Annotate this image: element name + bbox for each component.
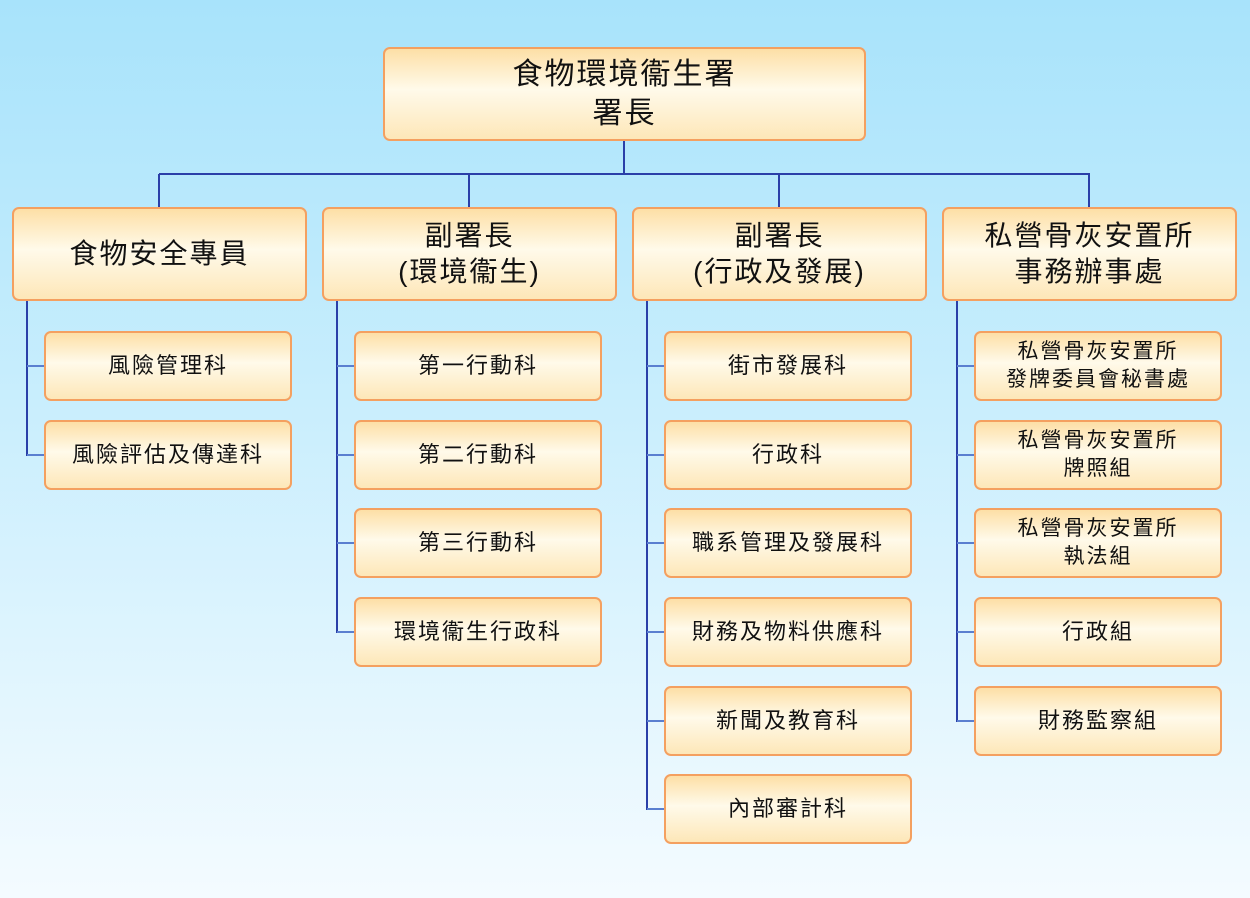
branch-connector xyxy=(337,365,355,367)
section-box: 第三行動科 xyxy=(354,508,602,578)
division-branch-line xyxy=(646,301,648,810)
section-box-label: 私營骨灰安置所 執法組 xyxy=(1017,516,1179,568)
branch-connector xyxy=(647,808,665,810)
division-drop-line xyxy=(158,174,160,207)
branch-connector xyxy=(957,631,975,633)
section-box-label: 第二行動科 xyxy=(417,441,538,467)
section-box: 內部審計科 xyxy=(664,774,912,844)
division-branch-line xyxy=(336,301,338,633)
branch-connector xyxy=(27,454,45,456)
section-box-label: 財務及物料供應科 xyxy=(691,618,884,644)
branch-connector xyxy=(647,542,665,544)
section-box: 財務監察組 xyxy=(974,686,1222,756)
branch-connector xyxy=(957,720,975,722)
division-drop-line xyxy=(778,174,780,207)
division-drop-line xyxy=(468,174,470,207)
division-box: 副署長 (環境衞生) xyxy=(322,207,617,301)
connector-horizontal xyxy=(159,173,1090,175)
section-box-label: 私營骨灰安置所 發牌委員會秘書處 xyxy=(1006,339,1190,391)
branch-connector xyxy=(647,720,665,722)
section-box: 私營骨灰安置所 牌照組 xyxy=(974,420,1222,490)
section-box-label: 環境衞生行政科 xyxy=(393,618,562,644)
branch-connector xyxy=(647,365,665,367)
section-box: 風險管理科 xyxy=(44,331,292,401)
branch-connector xyxy=(337,542,355,544)
director-title: 食物環境衞生署 署長 xyxy=(512,58,737,130)
division-box: 食物安全專員 xyxy=(12,207,307,301)
section-box-label: 街市發展科 xyxy=(727,352,848,378)
section-box: 第一行動科 xyxy=(354,331,602,401)
section-box-label: 內部審計科 xyxy=(727,795,848,821)
section-box: 新聞及教育科 xyxy=(664,686,912,756)
connector-top-vertical xyxy=(623,141,625,175)
branch-connector xyxy=(957,365,975,367)
section-box-label: 風險管理科 xyxy=(107,352,228,378)
section-box: 行政科 xyxy=(664,420,912,490)
branch-connector xyxy=(957,542,975,544)
division-box-label: 副署長 (環境衞生) xyxy=(398,219,541,287)
division-branch-line xyxy=(956,301,958,722)
director-box: 食物環境衞生署 署長 xyxy=(383,47,866,141)
branch-connector xyxy=(647,631,665,633)
division-box: 私營骨灰安置所 事務辦事處 xyxy=(942,207,1237,301)
section-box: 財務及物料供應科 xyxy=(664,597,912,667)
section-box: 風險評估及傳達科 xyxy=(44,420,292,490)
division-box-label: 食物安全專員 xyxy=(69,237,250,269)
section-box-label: 行政組 xyxy=(1061,618,1134,644)
section-box: 行政組 xyxy=(974,597,1222,667)
section-box: 街市發展科 xyxy=(664,331,912,401)
branch-connector xyxy=(337,631,355,633)
division-box: 副署長 (行政及發展) xyxy=(632,207,927,301)
section-box-label: 私營骨灰安置所 牌照組 xyxy=(1017,428,1179,480)
section-box-label: 職系管理及發展科 xyxy=(691,529,884,555)
division-branch-line xyxy=(26,301,28,456)
division-drop-line xyxy=(1088,174,1090,207)
section-box-label: 行政科 xyxy=(751,441,824,467)
branch-connector xyxy=(337,454,355,456)
section-box: 第二行動科 xyxy=(354,420,602,490)
section-box: 職系管理及發展科 xyxy=(664,508,912,578)
section-box-label: 第一行動科 xyxy=(417,352,538,378)
section-box: 私營骨灰安置所 發牌委員會秘書處 xyxy=(974,331,1222,401)
section-box: 私營骨灰安置所 執法組 xyxy=(974,508,1222,578)
branch-connector xyxy=(957,454,975,456)
section-box-label: 新聞及教育科 xyxy=(715,707,860,733)
branch-connector xyxy=(27,365,45,367)
section-box: 環境衞生行政科 xyxy=(354,597,602,667)
division-box-label: 私營骨灰安置所 事務辦事處 xyxy=(984,219,1195,287)
section-box-label: 第三行動科 xyxy=(417,529,538,555)
section-box-label: 風險評估及傳達科 xyxy=(71,441,264,467)
section-box-label: 財務監察組 xyxy=(1037,707,1158,733)
branch-connector xyxy=(647,454,665,456)
division-box-label: 副署長 (行政及發展) xyxy=(693,219,866,287)
